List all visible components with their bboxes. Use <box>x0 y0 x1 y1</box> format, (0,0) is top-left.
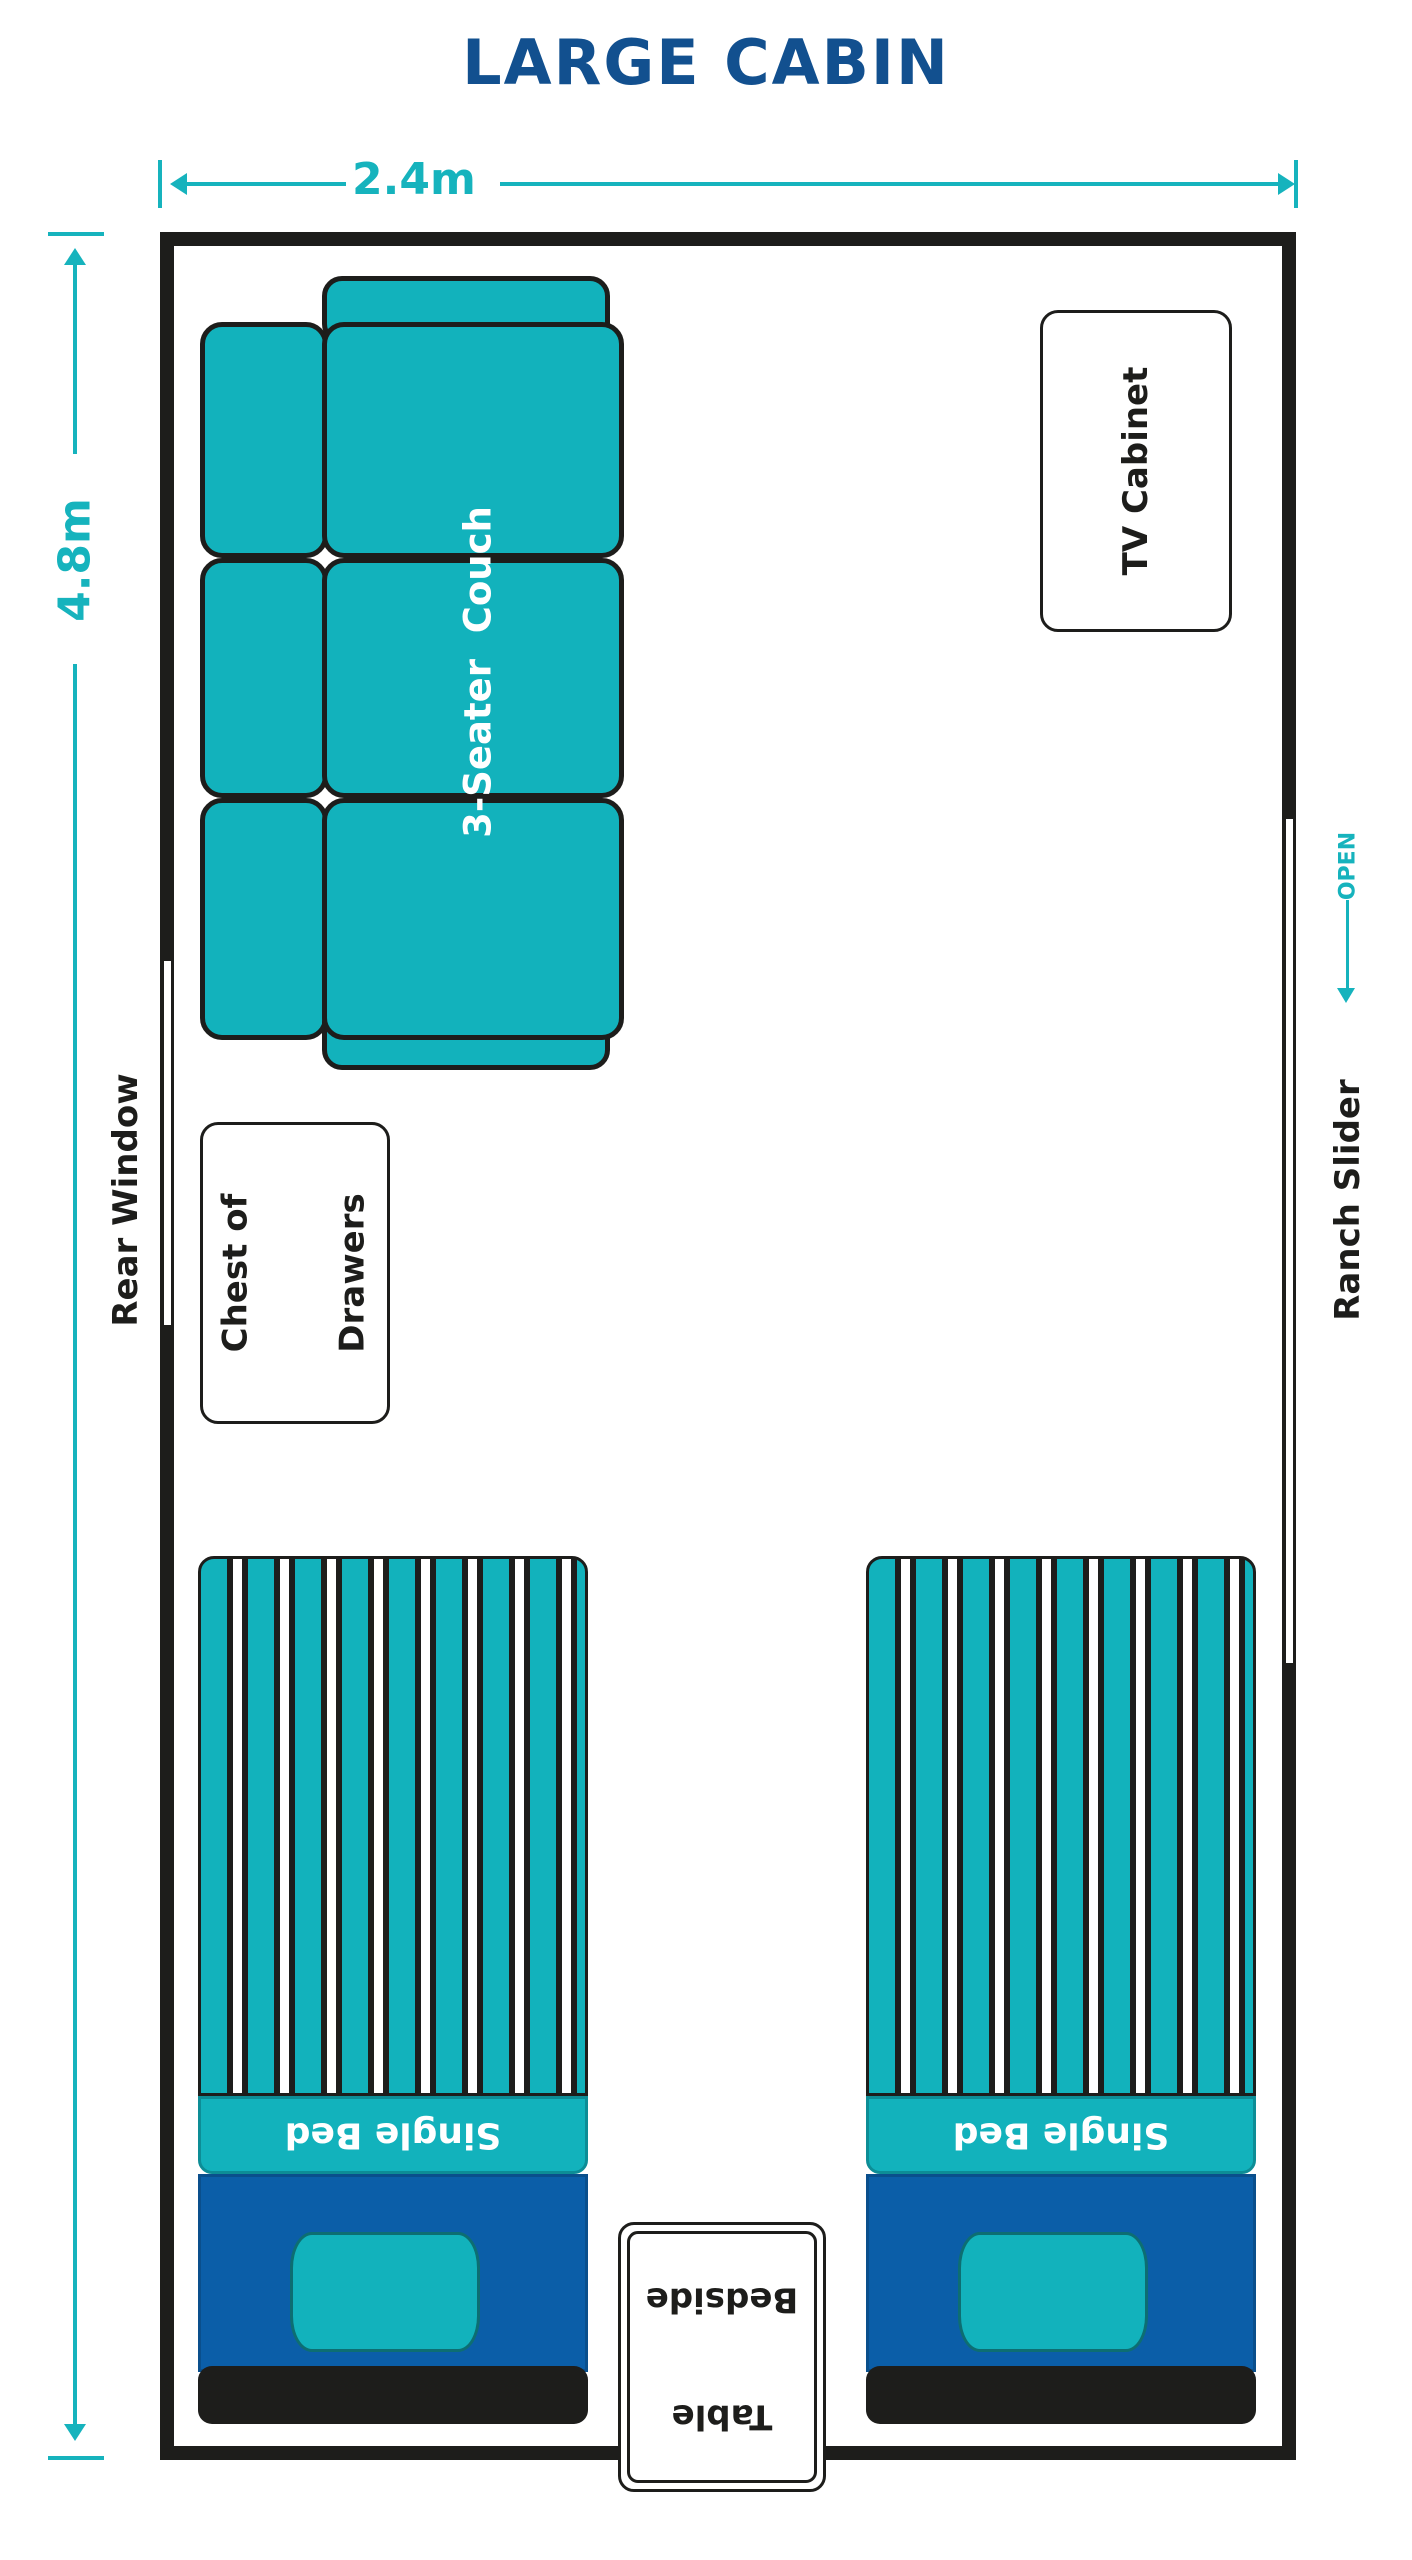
rear-window-opening <box>161 958 174 1328</box>
ranch-slider-label: Ranch Slider <box>1328 1079 1368 1321</box>
bed-left: Single Bed <box>198 1556 588 2426</box>
dim-top-arrow-left-icon <box>170 173 187 195</box>
couch-seat-cushion-1 <box>322 322 624 558</box>
dim-top-tick-right <box>1294 160 1298 208</box>
bed-left-band: Single Bed <box>198 2096 588 2174</box>
dim-left-line-bottom <box>73 664 77 2424</box>
chest-of-drawers: Chest of Drawers <box>200 1122 390 1424</box>
chest-of-drawers-line2: Drawers <box>333 1193 374 1353</box>
dim-top-line-right <box>500 182 1280 186</box>
dim-top-label: 2.4m <box>352 154 476 205</box>
open-arrow-down-icon <box>1337 988 1355 1003</box>
couch-seat-cushion-2 <box>322 558 624 798</box>
couch-seat-cushion-3 <box>322 798 624 1040</box>
bedside-table-label: Table Bedside <box>646 2201 799 2514</box>
dim-top-line-left <box>186 182 346 186</box>
dim-left-tick-bottom <box>48 2456 104 2460</box>
bed-left-pillow <box>290 2232 480 2352</box>
bed-left-label: Single Bed <box>284 2114 502 2156</box>
tv-cabinet: TV Cabinet <box>1040 310 1232 632</box>
couch-back-cushion-3 <box>200 798 328 1040</box>
couch-back-cushion-1 <box>200 322 328 558</box>
dim-left-arrow-down-icon <box>64 2424 86 2441</box>
open-label: OPEN <box>1335 831 1361 901</box>
tv-cabinet-label: TV Cabinet <box>1116 366 1156 576</box>
dim-top-arrow-right-icon <box>1278 173 1295 195</box>
bed-right-label: Single Bed <box>952 2114 1170 2156</box>
chest-of-drawers-line1: Chest of <box>215 1193 256 1353</box>
dim-left-line-top <box>73 264 77 454</box>
bed-right-pillow <box>958 2232 1148 2352</box>
open-arrow-line <box>1346 900 1349 990</box>
dim-left-tick-top <box>48 232 104 236</box>
page-title: LARGE CABIN <box>462 26 950 99</box>
ranch-slider-opening <box>1283 816 1296 1666</box>
chest-of-drawers-label: Chest of Drawers <box>139 1193 452 1352</box>
couch-back-cushion-2 <box>200 558 328 798</box>
bedside-table: Table Bedside <box>618 2222 826 2492</box>
bed-right: Single Bed <box>866 1556 1256 2426</box>
bedside-table-line1: Bedside <box>645 2278 799 2319</box>
bed-right-headboard <box>866 2366 1256 2424</box>
dim-left-label: 4.8m <box>49 498 101 622</box>
bedside-table-line2: Table <box>671 2396 773 2437</box>
bed-left-duvet <box>198 1556 588 2096</box>
bed-right-duvet <box>866 1556 1256 2096</box>
dim-left-arrow-up-icon <box>64 248 86 265</box>
bed-right-band: Single Bed <box>866 2096 1256 2174</box>
dim-top-tick-left <box>158 160 162 208</box>
couch-label: 3-Seater Couch <box>456 506 500 838</box>
bed-left-headboard <box>198 2366 588 2424</box>
